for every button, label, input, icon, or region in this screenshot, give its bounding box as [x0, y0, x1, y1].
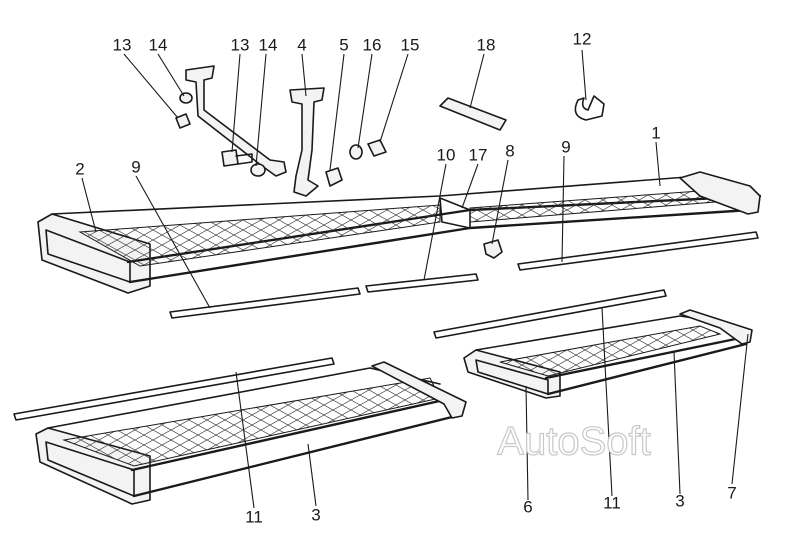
- callout-1: 1: [651, 123, 660, 142]
- callout-17: 17: [469, 145, 488, 164]
- callout-7: 7: [727, 483, 736, 502]
- callout-3-left: 3: [311, 505, 320, 524]
- callout-13-right: 13: [231, 35, 250, 54]
- lower-left-running-board: [13, 357, 467, 505]
- callout-6: 6: [523, 497, 532, 516]
- callout-9-right: 9: [561, 137, 570, 156]
- watermark: AutoSoft: [497, 420, 650, 464]
- callout-4: 4: [297, 35, 306, 54]
- callout-10: 10: [437, 145, 456, 164]
- brackets-hardware: [175, 65, 605, 197]
- callout-14-right: 14: [259, 35, 278, 54]
- callout-18: 18: [477, 35, 496, 54]
- rods-upper: [169, 231, 759, 319]
- callout-13-left: 13: [113, 35, 132, 54]
- callout-11-left: 11: [245, 507, 263, 526]
- callout-12: 12: [573, 29, 592, 48]
- callout-14-left: 14: [149, 35, 168, 54]
- callout-2: 2: [75, 159, 84, 178]
- callout-3-right: 3: [675, 491, 684, 510]
- leader-lines: [81, 49, 749, 509]
- callout-15: 15: [401, 35, 420, 54]
- callout-9-left: 9: [131, 157, 140, 176]
- callout-labels: 13 14 13 14 4 5 16 15 18 12 1 2 9 10 17 …: [75, 29, 736, 526]
- callout-11-right: 11: [603, 493, 621, 512]
- lower-right-running-board: [433, 289, 753, 399]
- callout-8: 8: [505, 141, 514, 160]
- upper-running-board: [37, 171, 762, 294]
- callout-5: 5: [339, 35, 348, 54]
- callout-16: 16: [363, 35, 382, 54]
